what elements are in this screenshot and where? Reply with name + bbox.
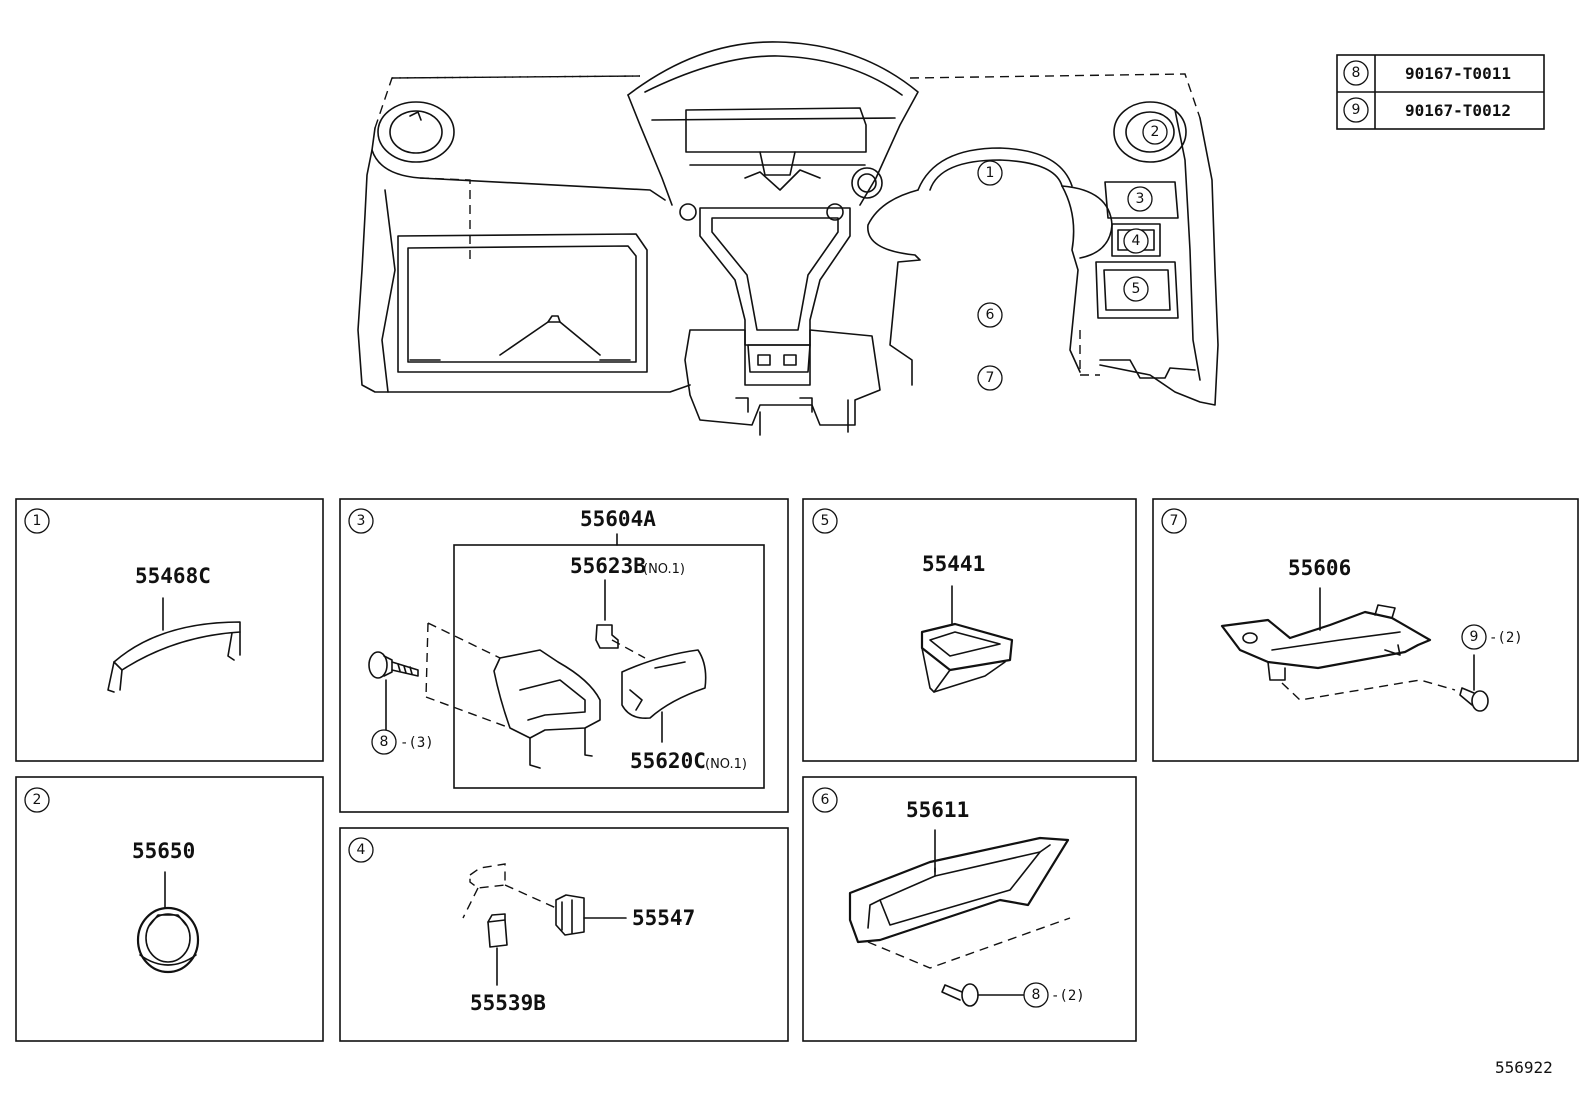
svg-text:7: 7 (986, 370, 995, 386)
fastener-callout-8: 8 -(3) (371, 729, 434, 755)
svg-text:1: 1 (986, 165, 995, 181)
screw-drawing (941, 983, 979, 1007)
panel-3: 3 55604A 55623B (NO.1) 55620C (NO.1) (339, 498, 789, 813)
overview-callout-2: 2 (1142, 119, 1168, 145)
svg-text:5: 5 (821, 513, 830, 529)
panel-7: 7 55606 9 -(2) (1152, 498, 1579, 762)
overview-callout-7: 7 (977, 365, 1003, 391)
document-id: 556922 (1495, 1058, 1553, 1077)
part-number-55650: 55650 (132, 839, 195, 863)
svg-text:-(2): -(2) (1051, 988, 1085, 1004)
reference-part-number: 90167-T0012 (1405, 101, 1511, 120)
svg-text:1: 1 (33, 513, 42, 529)
panel-6: 6 55611 8 -(2) (802, 776, 1137, 1042)
fastener-callout-9: 9 -(2) (1461, 624, 1523, 650)
overview-callout-6: 6 (977, 302, 1003, 328)
screw-drawing (1459, 687, 1489, 712)
part-55611-drawing (848, 836, 1070, 944)
panel-1: 1 55468C (15, 498, 324, 762)
panel-callout (348, 508, 374, 534)
part-55547-drawing (555, 894, 585, 936)
reference-row-9: 9 90167-T0012 (1343, 97, 1511, 123)
svg-text:6: 6 (821, 792, 830, 808)
reference-part-number: 90167-T0011 (1405, 64, 1511, 83)
assembly-number-55604a: 55604A (580, 507, 656, 531)
overview-callout-5: 5 (1123, 276, 1149, 302)
part-55620c-drawing (621, 649, 707, 720)
svg-text:2: 2 (1151, 124, 1160, 140)
svg-text:(NO.1): (NO.1) (643, 562, 685, 577)
svg-text:3: 3 (357, 513, 366, 529)
part-55539b-drawing (487, 919, 508, 948)
svg-text:8: 8 (380, 734, 389, 750)
svg-text:(NO.1): (NO.1) (705, 757, 747, 772)
part-number-55441: 55441 (922, 552, 985, 576)
panel-callout (348, 837, 374, 863)
part-number-55620c: 55620C (630, 749, 706, 773)
part-55606-drawing (1220, 604, 1432, 681)
svg-text:3: 3 (1136, 191, 1145, 207)
part-55441-drawing (920, 622, 1014, 693)
panel-callout (1161, 508, 1187, 534)
part-number-55539b: 55539B (470, 991, 546, 1015)
overview-callout-4: 4 (1123, 228, 1149, 254)
assembly-box (453, 544, 765, 789)
part-55468c-drawing (113, 621, 241, 671)
svg-text:-(3): -(3) (400, 735, 434, 751)
panel-callout (812, 508, 838, 534)
svg-text:9: 9 (1352, 102, 1361, 118)
svg-text:2: 2 (33, 792, 42, 808)
panel-4: 4 55547 55539B (339, 827, 789, 1042)
bracket-drawing (493, 649, 601, 739)
panel-callout (24, 787, 50, 813)
part-number-55468c: 55468C (135, 564, 211, 588)
svg-text:4: 4 (357, 842, 366, 858)
panel-callout (812, 787, 838, 813)
part-number-55623b: 55623B (570, 554, 646, 578)
part-number-55547: 55547 (632, 906, 695, 930)
instrument-panel-overview (357, 41, 1219, 436)
screw-drawing (368, 651, 419, 679)
svg-text:6: 6 (986, 307, 995, 323)
svg-text:9: 9 (1470, 629, 1479, 645)
overview-callouts: 1 2 3 4 5 6 7 (977, 119, 1168, 391)
reference-table: 8 90167-T0011 9 90167-T0012 (1336, 54, 1545, 130)
overview-callout-1: 1 (977, 160, 1003, 186)
reference-row-8: 8 90167-T0011 (1343, 60, 1511, 86)
panel-callout (24, 508, 50, 534)
svg-text:4: 4 (1132, 233, 1141, 249)
svg-text:7: 7 (1170, 513, 1179, 529)
overview-callout-3: 3 (1127, 186, 1153, 212)
svg-text:8: 8 (1032, 987, 1041, 1003)
part-number-55611: 55611 (906, 798, 969, 822)
part-55623b-drawing (595, 624, 619, 649)
svg-text:8: 8 (1352, 65, 1361, 81)
panel-2: 2 55650 (15, 776, 324, 1042)
part-number-55606: 55606 (1288, 556, 1351, 580)
svg-text:5: 5 (1132, 281, 1141, 297)
fastener-callout-8: 8 -(2) (1023, 982, 1085, 1008)
panel-5: 5 55441 (802, 498, 1137, 762)
part-55650-drawing (136, 906, 200, 974)
svg-text:-(2): -(2) (1489, 630, 1523, 646)
